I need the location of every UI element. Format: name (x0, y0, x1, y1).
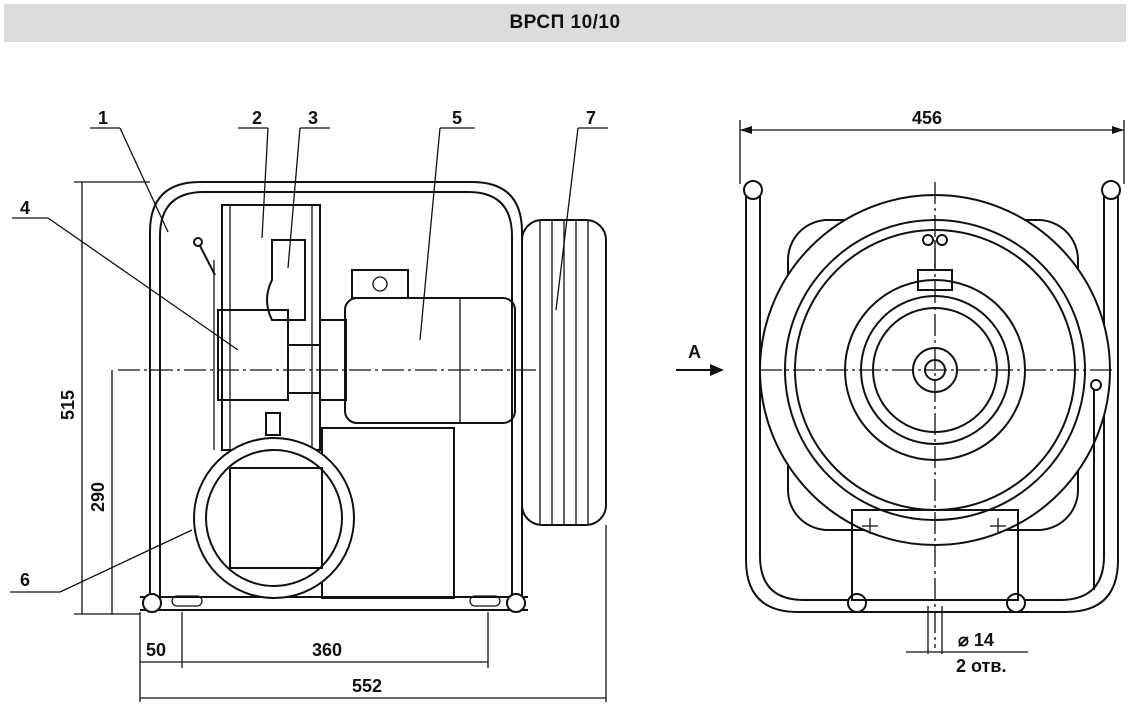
foot-right (469, 595, 501, 607)
motor-terminal-box (351, 269, 409, 299)
frame-tube-inner (159, 191, 513, 605)
dim-290: 290 (88, 482, 108, 512)
view-arrow-head (710, 364, 724, 376)
outlet-flange-outer (193, 437, 355, 599)
dim-360: 360 (312, 640, 342, 660)
callout-6: 6 (20, 570, 30, 590)
frame-front-left (745, 190, 1119, 613)
foot-left (171, 595, 203, 607)
wing-nut-left (922, 234, 934, 246)
callout-1: 1 (98, 108, 108, 128)
frame-cap-left (743, 180, 763, 200)
damper-handle (197, 241, 216, 276)
frame-cap-right (1101, 180, 1121, 200)
outlet-clamp (265, 412, 281, 436)
front-view: А 456 ⌀ 14 2 отв. (676, 108, 1125, 676)
damper-knob (193, 237, 203, 247)
callout-3: 3 (308, 108, 318, 128)
callout-4: 4 (20, 198, 30, 218)
side-dimensions: 515 290 50 360 552 (58, 181, 607, 702)
dim-515: 515 (58, 390, 78, 420)
side-view: 1 2 3 4 5 6 7 515 290 (10, 108, 608, 702)
wing-nut-right (936, 234, 948, 246)
inlet-ring (217, 309, 289, 401)
front-wheel-left (847, 593, 867, 613)
callout-5: 5 (452, 108, 462, 128)
motor-body (344, 297, 516, 424)
dim-456: 456 (912, 108, 942, 128)
view-label: А (688, 342, 701, 362)
base-wheel-left (142, 593, 162, 613)
flex-hose (521, 219, 607, 526)
impeller (266, 239, 306, 321)
outlet-flange-inner (205, 449, 343, 587)
motor-coupling (287, 344, 321, 394)
terminal-bolt (372, 276, 388, 292)
front-wheel-right (1006, 593, 1026, 613)
frame-tube (149, 181, 523, 605)
dim-hole-count: 2 отв. (956, 656, 1006, 676)
dim-hole-diameter: ⌀ 14 (958, 630, 994, 650)
motor-flange (319, 319, 347, 401)
dim-50: 50 (146, 640, 166, 660)
drawing-title: ВРСП 10/10 (509, 12, 621, 33)
title-bar: ВРСП 10/10 (4, 4, 1126, 42)
outlet-opening (229, 467, 323, 569)
dim-552: 552 (352, 676, 382, 696)
base-wheel-right (506, 593, 526, 613)
front-damper-knob (1090, 379, 1102, 391)
callout-2: 2 (252, 108, 262, 128)
callout-7: 7 (586, 108, 596, 128)
